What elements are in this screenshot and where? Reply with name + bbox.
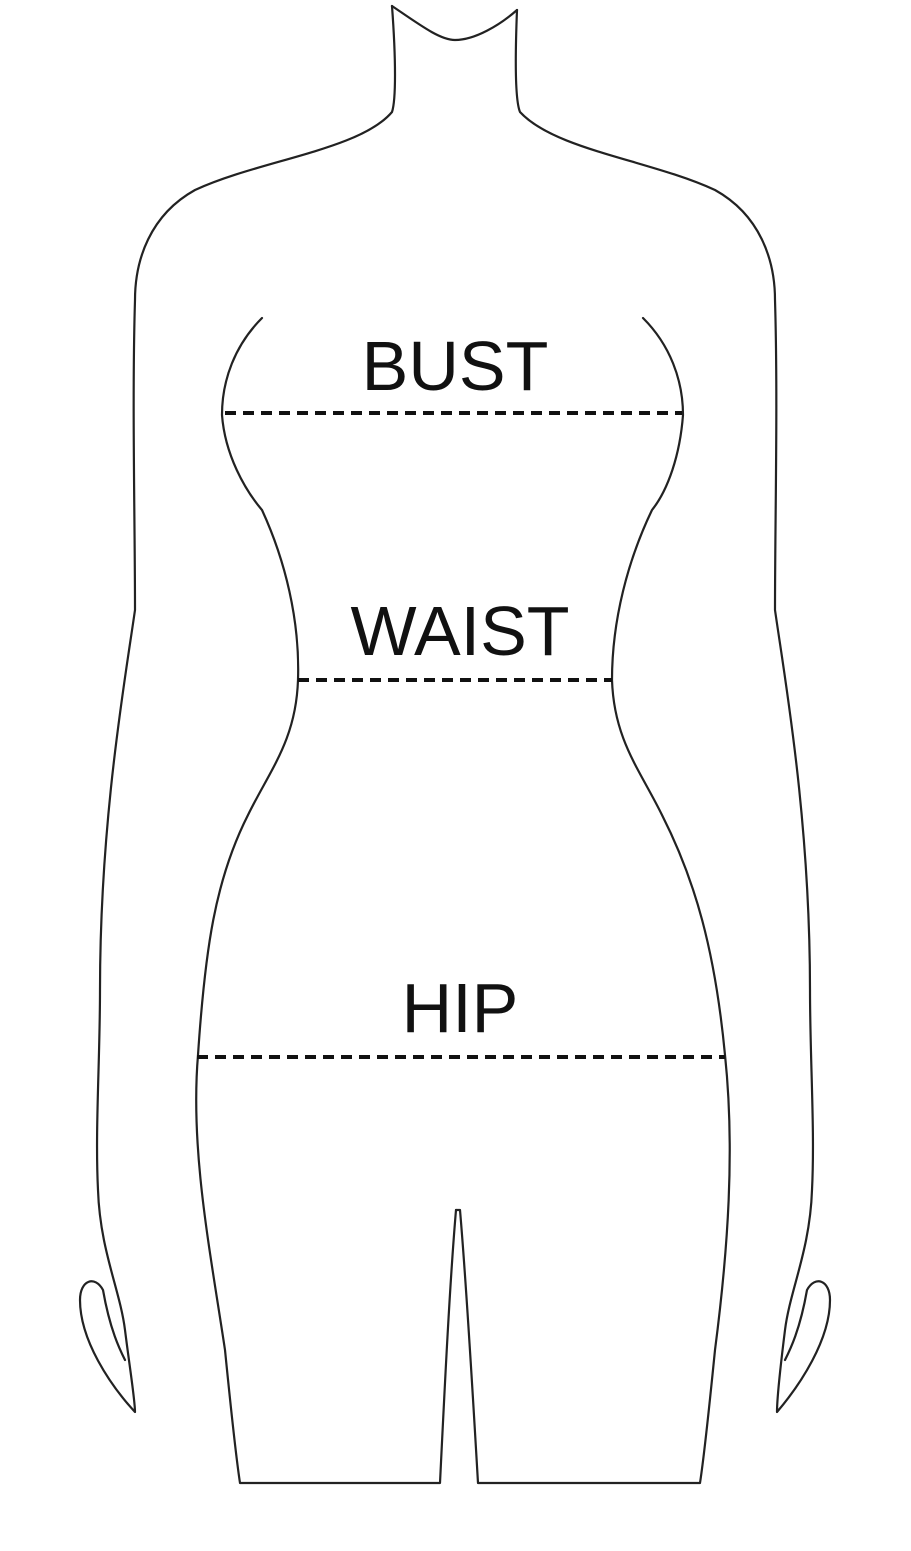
waist-label: WAIST	[350, 592, 569, 670]
right-torso-outline	[454, 316, 731, 1485]
neckline	[390, 4, 519, 42]
left-torso-outline	[195, 316, 458, 1485]
body-outline	[78, 4, 397, 1414]
hip-label: HIP	[402, 969, 519, 1047]
right-arm-outline	[514, 8, 832, 1414]
bust-label: BUST	[362, 327, 549, 405]
